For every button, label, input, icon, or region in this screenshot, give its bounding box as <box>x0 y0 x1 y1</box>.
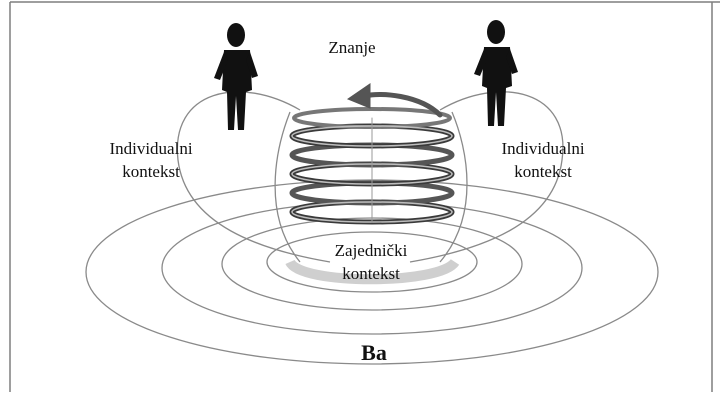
person-left-icon <box>214 23 258 130</box>
person-right-head <box>487 20 505 44</box>
person-right-body <box>482 47 512 126</box>
person-right-arm-r <box>506 49 518 74</box>
shared-context-label: Zajednički kontekst <box>334 241 408 283</box>
right-context-label: Individualni kontekst <box>501 139 585 181</box>
left-context-inner-arc <box>274 111 301 263</box>
shared-context-band <box>285 258 460 285</box>
person-left-body <box>222 50 252 130</box>
person-right-icon <box>474 20 518 126</box>
spiral-arrow-icon <box>289 83 455 225</box>
right-context-inner-arc <box>439 111 468 263</box>
title-znanje: Znanje <box>328 38 376 57</box>
spiral-arrowhead <box>346 83 371 109</box>
left-context-label: Individualni kontekst <box>109 139 193 181</box>
person-right-arm-l <box>474 49 488 76</box>
person-left-head <box>227 23 245 47</box>
ba-ellipse-inner <box>266 231 478 293</box>
person-left-arm-r <box>246 52 258 78</box>
ba-label: Ba <box>361 340 387 365</box>
person-left-arm-l <box>214 52 228 80</box>
